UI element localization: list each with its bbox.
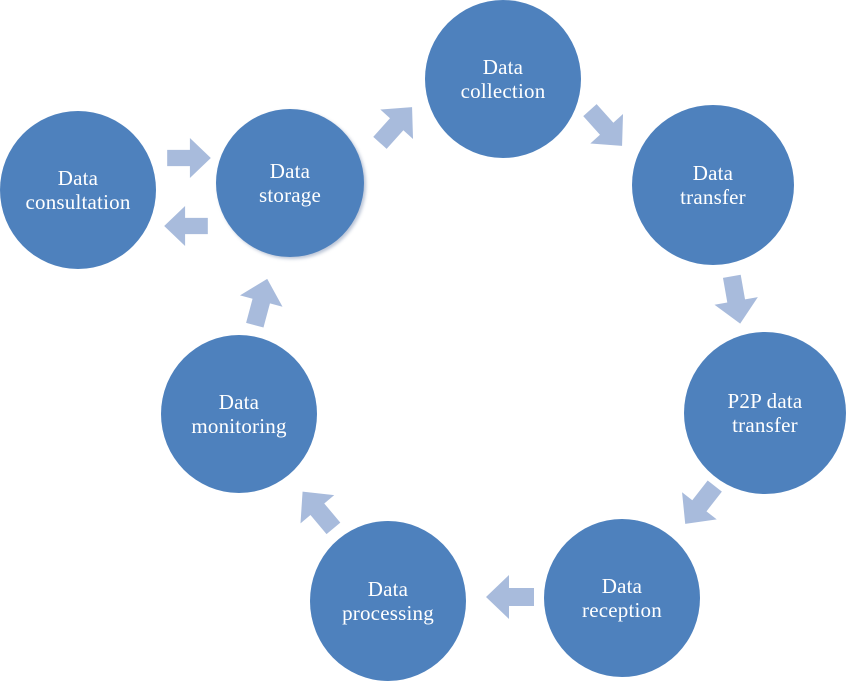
node-label-line2-data-collection: collection bbox=[460, 79, 546, 103]
node-label-line1-data-reception: Data bbox=[601, 573, 643, 598]
node-label-line1-data-processing: Data bbox=[367, 576, 409, 601]
arrow-p2p-to-reception-icon bbox=[668, 473, 732, 538]
arrow-collection-to-transfer-icon bbox=[574, 95, 639, 160]
node-label-line1-data-consultation: Data bbox=[57, 165, 99, 190]
node-label-line1-data-transfer: Data bbox=[692, 160, 734, 185]
arrow-reception-to-processing-icon bbox=[486, 575, 534, 619]
node-label-line1-data-collection: Data bbox=[482, 54, 524, 79]
node-label-line2-data-monitoring: monitoring bbox=[191, 414, 287, 438]
node-label-line2-data-processing: processing bbox=[342, 601, 434, 625]
node-label-line2-data-transfer: transfer bbox=[680, 185, 746, 209]
arrow-transfer-to-p2p-icon bbox=[710, 273, 762, 328]
node-label-line2-data-reception: reception bbox=[582, 598, 662, 622]
arrow-consultation-to-storage-icon bbox=[167, 138, 211, 178]
node-label-line1-data-storage: Data bbox=[269, 158, 311, 183]
node-label-line2-data-storage: storage bbox=[258, 183, 322, 207]
node-label-line2-p2p-data-transfer: transfer bbox=[732, 413, 798, 437]
arrow-monitoring-to-storage-icon bbox=[233, 273, 290, 331]
node-label-line1-data-monitoring: Data bbox=[218, 389, 260, 414]
arrow-storage-to-collection-icon bbox=[364, 92, 429, 157]
arrow-processing-to-monitoring-icon bbox=[286, 477, 351, 542]
node-label-line1-p2p-data-transfer: P2P data bbox=[727, 388, 803, 413]
arrow-storage-to-consultation-icon bbox=[164, 206, 208, 246]
node-label-line2-data-consultation: consultation bbox=[25, 190, 131, 214]
